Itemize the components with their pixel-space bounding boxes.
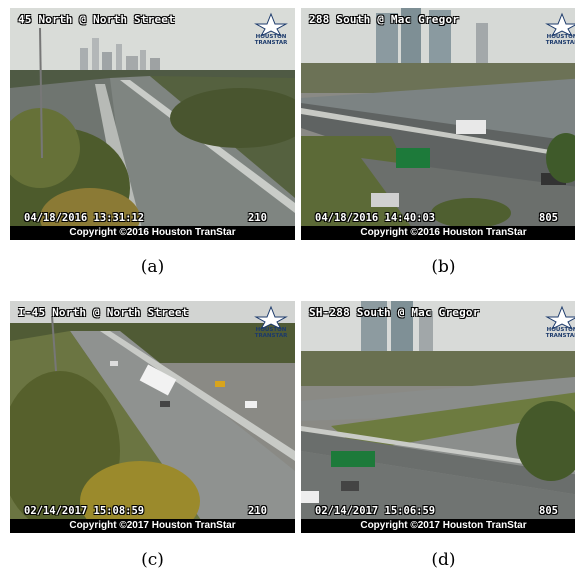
flooded-freeway-scene-b: [301, 8, 575, 240]
freeway-traffic-scene-d: [301, 301, 575, 533]
camera-image-d: SH-288 South @ Mac Gregor HOUSTON TRANST…: [301, 301, 575, 533]
panel-a: 45 North @ North Street HOUSTON TRANSTAR…: [10, 8, 295, 240]
timestamp-b: 04/18/2016 14:40:03: [315, 212, 436, 224]
copyright-b: Copyright ©2016 Houston TranStar: [301, 226, 575, 240]
transtar-star-logo-icon: [545, 12, 575, 36]
caption-b: (b): [431, 257, 456, 277]
caption-d: (d): [431, 550, 456, 570]
camera-title-b: 288 South @ Mac Gregor: [309, 13, 460, 26]
copyright-a: Copyright ©2016 Houston TranStar: [10, 226, 295, 240]
transtar-logo-a: HOUSTON TRANSTAR: [251, 12, 291, 46]
timestamp-d: 02/14/2017 15:06:59: [315, 505, 436, 517]
camera-image-a: 45 North @ North Street HOUSTON TRANSTAR…: [10, 8, 295, 240]
caption-c: (c): [141, 550, 164, 570]
panel-c: I-45 North @ North Street HOUSTON TRANST…: [10, 301, 295, 533]
logo-text: HOUSTON TRANSTAR: [254, 34, 288, 46]
panel-b: 288 South @ Mac Gregor HOUSTON TRANSTAR …: [301, 8, 575, 240]
panel-d: SH-288 South @ Mac Gregor HOUSTON TRANST…: [301, 301, 575, 533]
camera-id-b: 805: [539, 212, 558, 224]
caption-a: (a): [140, 257, 165, 277]
camera-id-a: 210: [248, 212, 267, 224]
logo-text: HOUSTON TRANSTAR: [545, 34, 575, 46]
transtar-star-logo-icon: [545, 305, 575, 329]
timestamp-c: 02/14/2017 15:08:59: [24, 505, 145, 517]
transtar-logo-d: HOUSTON TRANSTAR: [542, 305, 575, 339]
transtar-logo-c: HOUSTON TRANSTAR: [251, 305, 291, 339]
camera-title-c: I-45 North @ North Street: [18, 306, 189, 319]
copyright-c: Copyright ©2017 Houston TranStar: [10, 519, 295, 533]
logo-text: HOUSTON TRANSTAR: [545, 327, 575, 339]
camera-title-a: 45 North @ North Street: [18, 13, 175, 26]
timestamp-a: 04/18/2016 13:31:12: [24, 212, 145, 224]
transtar-logo-b: HOUSTON TRANSTAR: [542, 12, 575, 46]
camera-title-d: SH-288 South @ Mac Gregor: [309, 306, 480, 319]
transtar-star-logo-icon: [254, 305, 288, 329]
logo-text: HOUSTON TRANSTAR: [254, 327, 288, 339]
camera-image-c: I-45 North @ North Street HOUSTON TRANST…: [10, 301, 295, 533]
freeway-traffic-scene-c: [10, 301, 295, 533]
transtar-star-logo-icon: [254, 12, 288, 36]
flooded-freeway-scene-a: [10, 8, 295, 240]
camera-image-b: 288 South @ Mac Gregor HOUSTON TRANSTAR …: [301, 8, 575, 240]
copyright-d: Copyright ©2017 Houston TranStar: [301, 519, 575, 533]
camera-id-d: 805: [539, 505, 558, 517]
camera-id-c: 210: [248, 505, 267, 517]
